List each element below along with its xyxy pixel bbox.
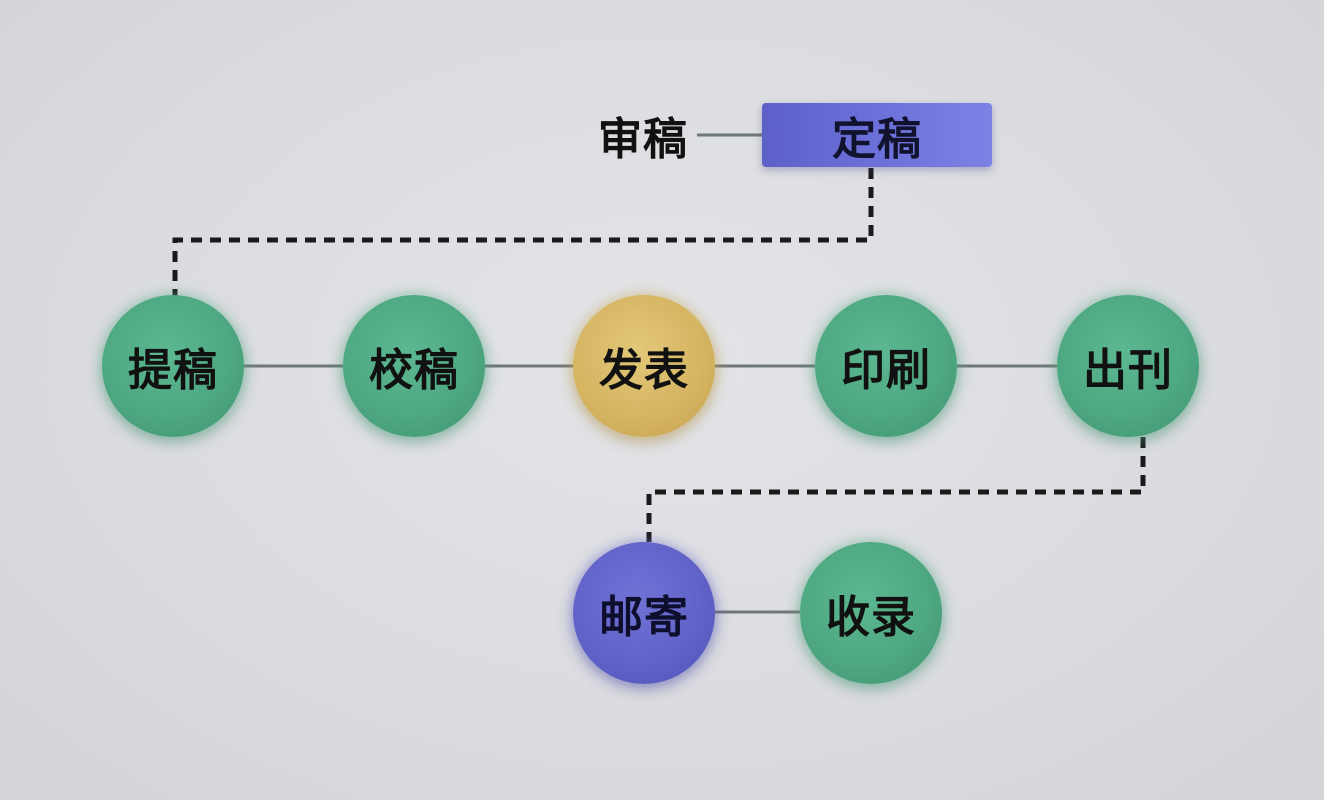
- node-proofread: 校稿: [343, 295, 485, 437]
- node-print: 印刷: [815, 295, 957, 437]
- dashed-connector-finalize-submit: [172, 168, 874, 296]
- dashed-connector-issue-mail: [646, 437, 1146, 542]
- node-finalize: 定稿: [762, 103, 992, 167]
- node-issue: 出刊: [1057, 295, 1199, 437]
- node-review: 审稿: [598, 114, 688, 165]
- node-submit: 提稿: [102, 295, 244, 437]
- node-index: 收录: [800, 542, 942, 684]
- node-mail: 邮寄: [573, 542, 715, 684]
- node-publish: 发表: [573, 295, 715, 437]
